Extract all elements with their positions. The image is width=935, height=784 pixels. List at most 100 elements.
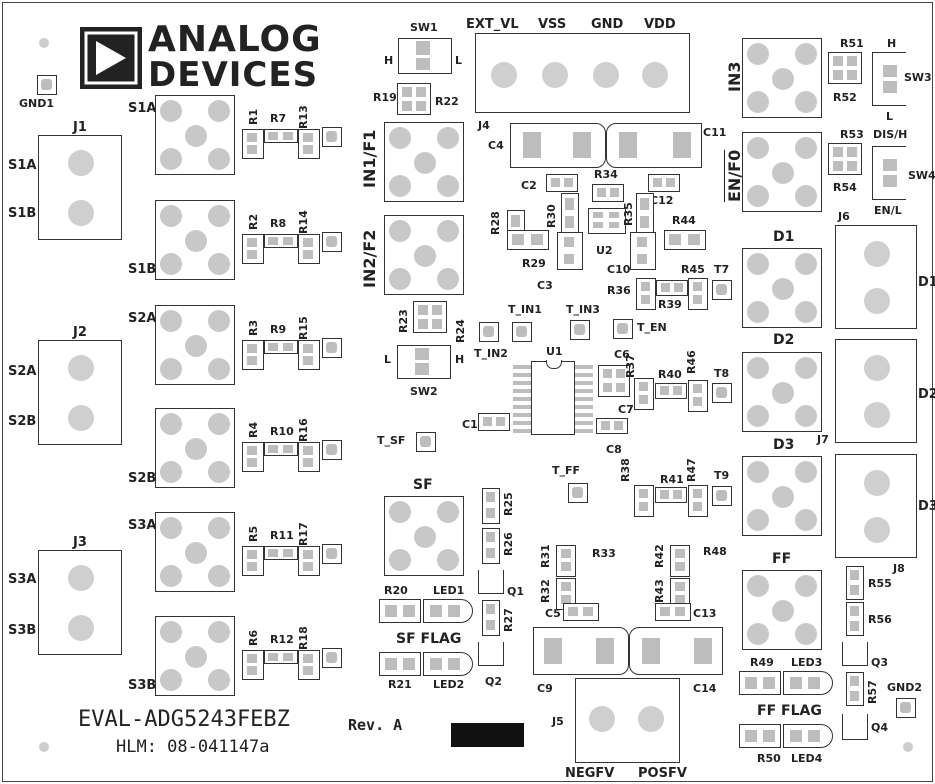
q1-outline xyxy=(478,570,504,594)
r25-label: R25 xyxy=(502,492,515,516)
r45-pads xyxy=(688,278,708,310)
t9-testpoint[interactable] xyxy=(712,486,732,506)
c11-capacitor xyxy=(606,123,702,168)
t7-testpoint[interactable] xyxy=(712,280,732,300)
r51-label: R51 xyxy=(840,37,864,50)
u1-pins-left xyxy=(513,365,531,435)
c9-label: C9 xyxy=(537,682,553,695)
j2-s2a-label: S2A xyxy=(8,364,37,379)
gnd2-testpoint[interactable] xyxy=(896,698,916,718)
c4-capacitor xyxy=(510,123,606,168)
c6-label: C6 xyxy=(614,348,630,361)
sma-s1b[interactable] xyxy=(155,200,235,280)
c3-pads xyxy=(557,232,583,270)
r39-label: R39 xyxy=(658,298,682,311)
j7-d2-label: D2 xyxy=(918,387,935,402)
sma-en[interactable] xyxy=(742,132,822,212)
r38-pads xyxy=(634,485,654,517)
j7-connector[interactable] xyxy=(835,339,917,443)
sma-in1[interactable] xyxy=(384,122,464,202)
r56-pads xyxy=(846,602,864,636)
sma-s2a[interactable] xyxy=(155,305,235,385)
sw3-l-label: L xyxy=(886,110,894,123)
j5-connector[interactable] xyxy=(575,678,680,763)
c7-label: C7 xyxy=(618,403,634,416)
sw4-dis-h-label: DIS/H xyxy=(873,128,908,141)
gnd1-label: GND1 xyxy=(19,97,55,110)
sma-s1a-label: S1A xyxy=(128,101,157,116)
j2-connector[interactable] xyxy=(38,340,122,445)
row4-parts: R4 R10 R16 xyxy=(240,418,350,478)
sw3-switch[interactable] xyxy=(872,52,906,106)
sma-s1a[interactable] xyxy=(155,95,235,175)
q4-label: Q4 xyxy=(871,721,889,734)
sw4-switch[interactable] xyxy=(872,146,906,200)
t8-testpoint[interactable] xyxy=(712,383,732,403)
r41-pads xyxy=(655,487,687,503)
sw1-label: SW1 xyxy=(410,21,438,34)
sma-s3a[interactable] xyxy=(155,512,235,592)
gnd-label: GND xyxy=(591,17,624,32)
j3-connector[interactable] xyxy=(38,550,122,655)
row3-parts: R3 R9 R15 xyxy=(240,316,350,376)
j2-s2b-label: S2B xyxy=(8,414,37,429)
r42-pads xyxy=(670,545,690,577)
sma-d3[interactable] xyxy=(742,456,822,536)
sw1-h-label: H xyxy=(384,54,394,67)
r34-label: R34 xyxy=(594,168,618,181)
row2-parts: R2 R8 R14 xyxy=(240,210,350,270)
t-in3-testpoint[interactable] xyxy=(570,320,590,340)
r53-r54-pads xyxy=(828,143,862,175)
r23-label: R23 xyxy=(397,309,410,333)
r21-label: R21 xyxy=(388,678,412,691)
ff-flag-label: FF FLAG xyxy=(757,703,822,719)
sma-s2b[interactable] xyxy=(155,408,235,488)
led2-label: LED2 xyxy=(433,678,465,691)
r57-label: R57 xyxy=(866,680,879,704)
j4-connector[interactable] xyxy=(475,33,690,113)
t-in1-testpoint[interactable] xyxy=(512,322,532,342)
u2-chip xyxy=(588,208,626,234)
sma-d1[interactable] xyxy=(742,248,822,328)
r54-label: R54 xyxy=(833,181,857,194)
t-ff-label: T_FF xyxy=(552,464,581,477)
j7-label: J7 xyxy=(817,433,829,446)
c8-label: C8 xyxy=(606,443,622,456)
sma-s3b[interactable] xyxy=(155,616,235,696)
sw1-l-label: L xyxy=(455,54,463,67)
j5-label: J5 xyxy=(552,715,564,728)
sma-sf[interactable] xyxy=(384,496,464,576)
sma-ff[interactable] xyxy=(742,570,822,650)
t-in2-testpoint[interactable] xyxy=(479,322,499,342)
j6-connector[interactable] xyxy=(835,225,917,329)
ext-vl-label: EXT_VL xyxy=(466,17,519,32)
t-en-testpoint[interactable] xyxy=(613,319,633,339)
sma-s3a-label: S3A xyxy=(128,518,157,533)
r24-label: R24 xyxy=(454,319,467,343)
j6-label: J6 xyxy=(838,210,850,223)
r47-label: R47 xyxy=(685,458,698,482)
sma-s3b-label: S3B xyxy=(128,678,157,693)
sma-in3[interactable] xyxy=(742,38,822,118)
gnd1-testpoint[interactable] xyxy=(37,75,57,95)
sw1-switch[interactable] xyxy=(398,38,452,74)
sma-in2[interactable] xyxy=(384,215,464,295)
logo-triangle-icon xyxy=(84,31,138,85)
sma-d2[interactable] xyxy=(742,352,822,432)
led1-label: LED1 xyxy=(433,584,465,597)
sw2-switch[interactable] xyxy=(397,345,451,379)
j1-connector[interactable] xyxy=(38,135,122,240)
j2-label: J2 xyxy=(73,325,87,340)
u2-label: U2 xyxy=(596,244,613,257)
sma-d3-label: D3 xyxy=(773,437,795,453)
r48-label: R48 xyxy=(703,545,727,558)
t-sf-testpoint[interactable] xyxy=(416,432,436,452)
c14-capacitor xyxy=(629,627,723,675)
sw4-en-l-label: EN/L xyxy=(874,204,902,217)
t-ff-testpoint[interactable] xyxy=(568,483,588,503)
u1-chip xyxy=(531,360,575,435)
sma-d1-label: D1 xyxy=(773,229,795,245)
sw4-label: SW4 xyxy=(908,169,935,182)
r36-pads xyxy=(636,278,656,310)
j8-connector[interactable] xyxy=(835,454,917,558)
